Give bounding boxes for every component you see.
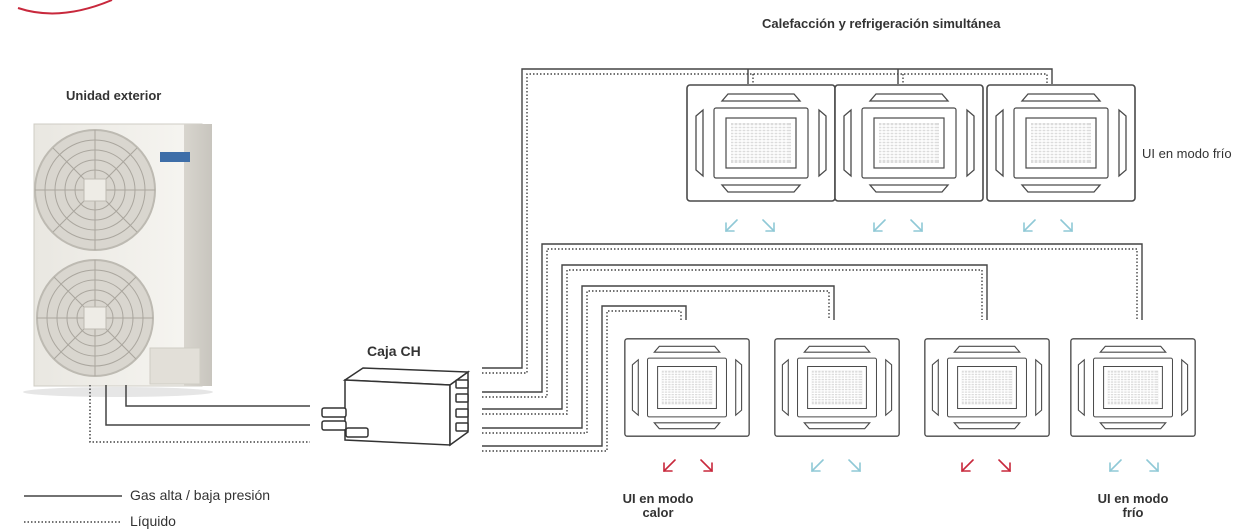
- cold-arrows-top-1: [726, 220, 774, 231]
- heat-arrows-bottom-1: [664, 460, 712, 471]
- ch-box-label: Caja CH: [367, 343, 421, 359]
- ch-box: [322, 368, 468, 445]
- outdoor-unit-label: Unidad exterior: [66, 88, 161, 103]
- outdoor-unit-image: [23, 124, 213, 397]
- indoor-unit-bottom-2: [775, 339, 899, 436]
- indoor-unit-top-2: [835, 85, 983, 201]
- indoor-unit-bottom-4: [1071, 339, 1195, 436]
- legend-liquid-label: Líquido: [130, 513, 176, 529]
- diagram-title: Calefacción y refrigeración simultánea: [762, 16, 1000, 31]
- bottom-cold-label-line2: frío: [1070, 506, 1196, 520]
- cold-arrows-bottom-2: [812, 460, 860, 471]
- bottom-cold-label: UI en modo frío: [1070, 492, 1196, 520]
- legend-gas-label: Gas alta / baja presión: [130, 487, 270, 503]
- bottom-heat-label-line1: UI en modo: [595, 492, 721, 506]
- indoor-unit-top-3: [987, 85, 1135, 201]
- bottom-heat-label: UI en modo calor: [595, 492, 721, 520]
- indoor-unit-bottom-3: [925, 339, 1049, 436]
- top-row-mode-label: UI en modo frío: [1142, 146, 1232, 161]
- indoor-unit-top-1: [687, 85, 835, 201]
- cold-arrows-bottom-4: [1110, 460, 1158, 471]
- indoor-unit-bottom-1: [625, 339, 749, 436]
- cold-arrows-top-2: [874, 220, 922, 231]
- bottom-heat-label-line2: calor: [595, 506, 721, 520]
- brand-arc: [18, 0, 112, 13]
- cold-arrows-top-3: [1024, 220, 1072, 231]
- bottom-cold-label-line1: UI en modo: [1070, 492, 1196, 506]
- heat-arrows-bottom-3: [962, 460, 1010, 471]
